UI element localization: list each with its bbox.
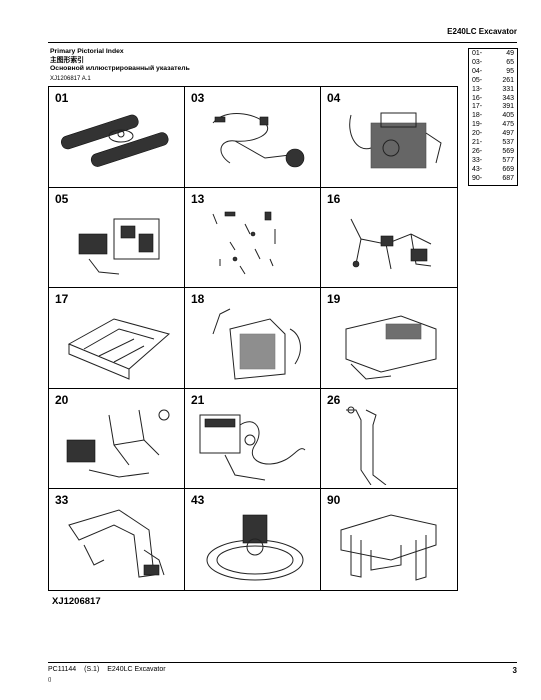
heading-english: Primary Pictorial Index xyxy=(50,48,124,55)
controls-harness-icon xyxy=(66,409,170,478)
grid-cell-18[interactable]: 18 xyxy=(185,288,321,389)
index-table: 01-49 03-65 04-95 05-261 13-331 16-343 1… xyxy=(468,48,518,186)
cell-number: 13 xyxy=(191,191,205,206)
cell-number: 26 xyxy=(327,392,341,407)
footer-section: (S.1) xyxy=(84,666,100,673)
grid-cell-19[interactable]: 19 xyxy=(321,288,457,389)
cell-number: 21 xyxy=(191,392,205,407)
cell-number: 33 xyxy=(55,493,69,508)
engine-icon xyxy=(349,112,442,169)
grid-cell-13[interactable]: 13 xyxy=(185,187,321,289)
footer-divider xyxy=(48,662,517,663)
grid-cell-04[interactable]: 04 xyxy=(321,87,457,188)
cell-number: 20 xyxy=(55,392,69,407)
index-row[interactable]: 26-569 xyxy=(472,147,514,155)
cell-number: 18 xyxy=(191,292,205,307)
page-heading: Primary Pictorial Index 主图形索引 Основной и… xyxy=(50,48,190,74)
index-row[interactable]: 33-577 xyxy=(472,156,514,164)
index-row[interactable]: 03-65 xyxy=(472,58,514,66)
cell-number: 16 xyxy=(327,191,341,206)
cell-number: 05 xyxy=(55,191,69,206)
hydraulic-tank-icon xyxy=(199,414,306,481)
footer-info: PC11144 (S.1) E240LC Excavator xyxy=(48,666,172,673)
index-row[interactable]: 21-537 xyxy=(472,139,514,147)
electrical-harness-icon xyxy=(350,218,432,269)
footer-title: E240LC Excavator xyxy=(107,666,166,673)
index-row[interactable]: 05-261 xyxy=(472,76,514,84)
upper-frame-icon xyxy=(67,318,171,380)
figure-ref: XJ1206817 xyxy=(52,596,101,607)
wiring-harness-icon xyxy=(212,113,305,168)
grid-cell-26[interactable]: 26 xyxy=(321,389,457,490)
index-row[interactable]: 13-331 xyxy=(472,85,514,93)
index-row[interactable]: 20-497 xyxy=(472,130,514,138)
index-row[interactable]: 90-687 xyxy=(472,174,514,182)
heading-russian: Основной иллюстрированный указатель xyxy=(50,65,190,73)
heading-chinese: 主图形索引 xyxy=(50,56,84,64)
grid-cell-90[interactable]: 90 xyxy=(321,489,457,590)
cell-number: 01 xyxy=(55,91,69,105)
grid-cell-20[interactable]: 20 xyxy=(49,388,185,490)
index-row[interactable]: 18-405 xyxy=(472,112,514,120)
grid-cell-33[interactable]: 33 xyxy=(49,489,185,590)
hose-line-icon xyxy=(346,406,387,485)
crawler-track-icon xyxy=(61,114,169,167)
grid-cell-16[interactable]: 16 xyxy=(321,188,457,289)
grid-cell-01[interactable]: 01 xyxy=(49,87,185,188)
index-row[interactable]: 43-669 xyxy=(472,165,514,173)
grid-cell-03[interactable]: 03 xyxy=(185,87,321,188)
grid-cell-05[interactable]: 05 xyxy=(49,187,185,289)
cell-number: 04 xyxy=(327,91,341,105)
cell-number: 19 xyxy=(327,292,341,307)
figure-ref-small: XJ1206817 A.1 xyxy=(50,76,91,82)
index-row[interactable]: 19-475 xyxy=(472,121,514,129)
boom-arm-icon xyxy=(68,509,165,578)
frame-assembly-icon xyxy=(340,514,437,582)
footer-sub: () xyxy=(48,677,52,683)
swing-bearing-icon xyxy=(206,515,304,581)
index-row[interactable]: 01-49 xyxy=(472,50,514,57)
cell-number: 43 xyxy=(191,493,205,508)
grid-cell-43[interactable]: 43 xyxy=(185,489,321,590)
hood-guard-icon xyxy=(345,315,437,380)
header-title: E240LC Excavator xyxy=(447,27,517,36)
cell-number: 03 xyxy=(191,91,205,105)
footer-doc-id: PC11144 xyxy=(48,666,77,673)
hardware-parts-icon xyxy=(212,211,276,274)
grid-cell-21[interactable]: 21 xyxy=(185,388,321,490)
index-row[interactable]: 16-343 xyxy=(472,94,514,102)
index-row[interactable]: 04-95 xyxy=(472,67,514,75)
battery-box-icon xyxy=(78,218,160,275)
cell-number: 17 xyxy=(55,292,69,307)
page-number: 3 xyxy=(512,666,517,675)
pictorial-grid: 01 03 04 05 xyxy=(48,86,458,591)
cab-icon xyxy=(212,308,301,380)
index-row[interactable]: 17-391 xyxy=(472,103,514,111)
grid-cell-17[interactable]: 17 xyxy=(49,288,185,389)
cell-number: 90 xyxy=(327,493,341,508)
header-divider xyxy=(48,42,517,43)
